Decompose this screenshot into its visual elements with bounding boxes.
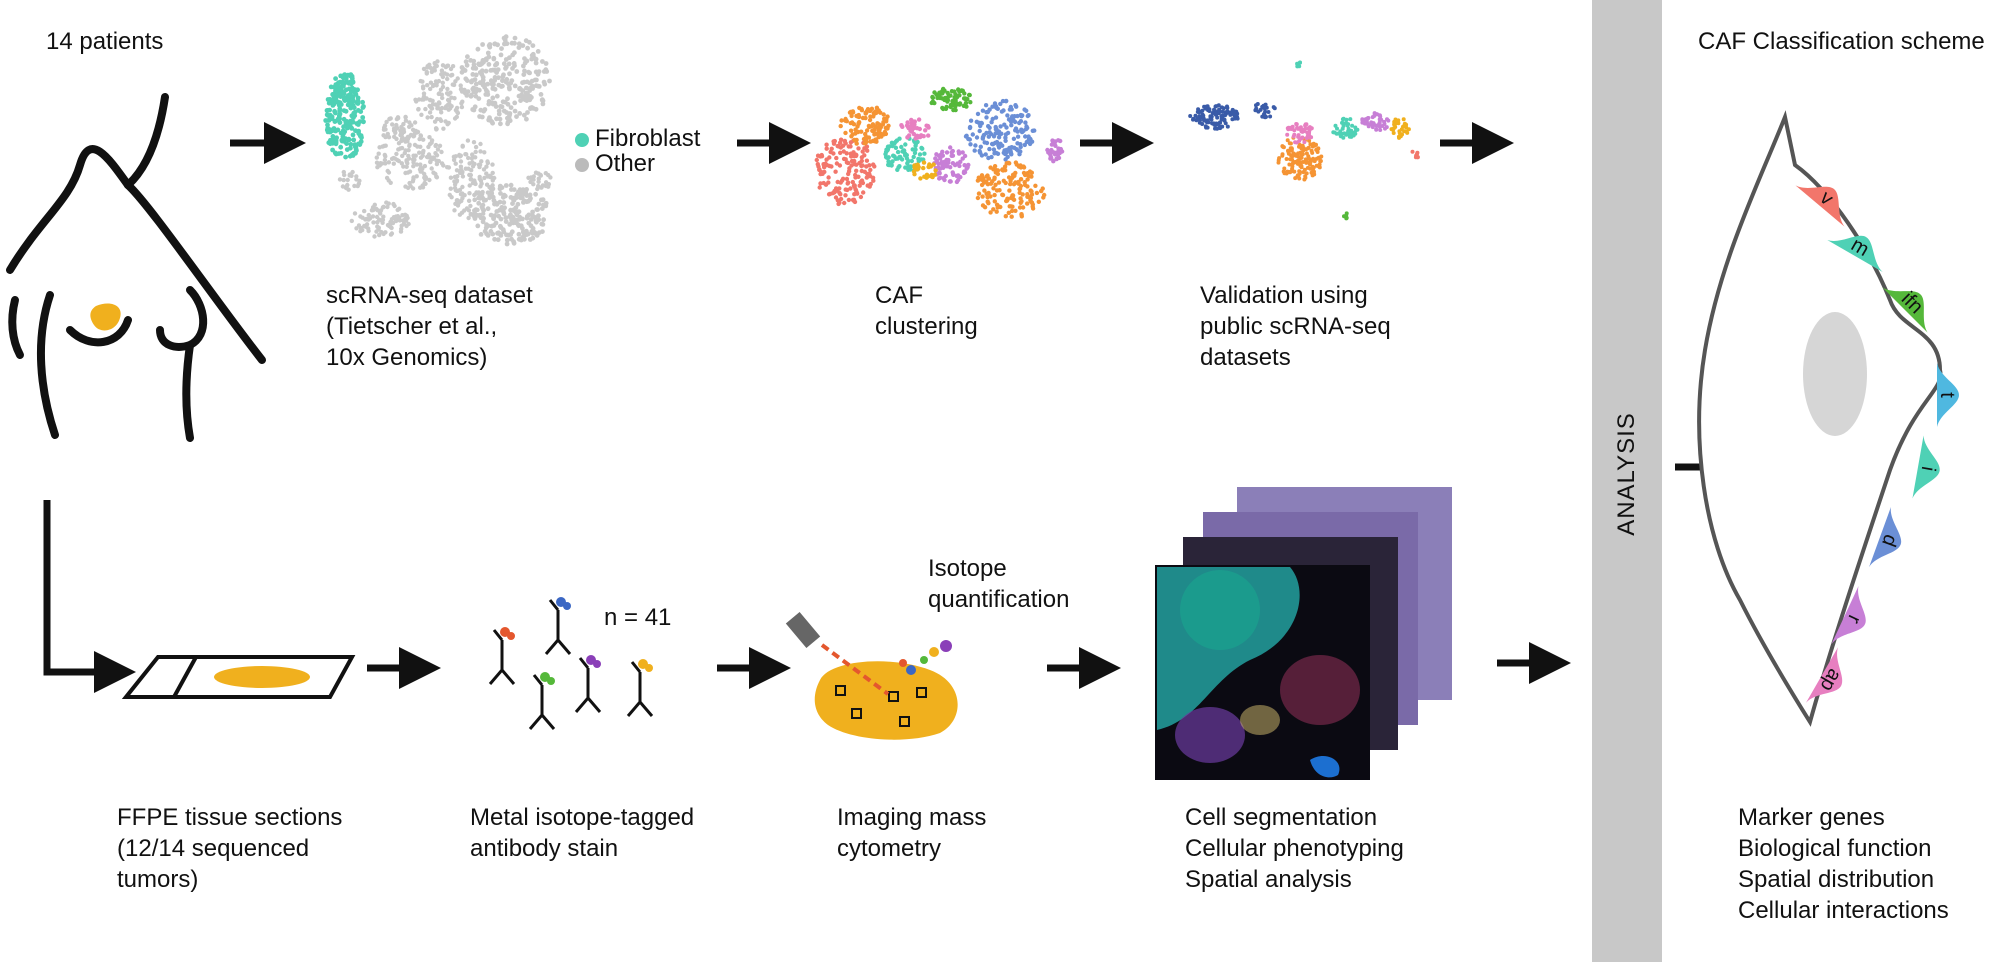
caf-subtype-i: i [1912, 435, 1940, 499]
analysis-label: ANALYSIS [1613, 412, 1640, 536]
imc-image-stack [1155, 487, 1452, 780]
caf-subtype-d: d [1869, 506, 1902, 568]
validation-cluster [1188, 103, 1240, 131]
validation-cluster [1410, 149, 1420, 160]
antibody-icon [544, 597, 572, 655]
patient-silhouette-icon [6, 93, 266, 442]
validation-cluster [1389, 117, 1411, 140]
umap-other-cluster [458, 34, 552, 127]
laser-icon [785, 611, 890, 696]
umap-other-cluster [381, 114, 420, 146]
classification-title: CAF Classification scheme [1698, 28, 1985, 55]
caf-cluster [975, 160, 1047, 219]
validation-cluster [1342, 211, 1349, 221]
validation-caption: Validation using public scRNA-seq datase… [1200, 282, 1391, 371]
caf-cluster [883, 135, 927, 174]
antibody-icons [488, 597, 654, 730]
caf-subtype-r: r [1831, 585, 1866, 645]
ffpe-slide-icon [121, 655, 356, 699]
ffpe-caption: FFPE tissue sections (12/14 sequenced tu… [117, 804, 343, 893]
caf-cluster [899, 117, 931, 141]
classification-outcomes: Marker genes Biological function Spatial… [1738, 804, 1949, 924]
segmentation-caption: Cell segmentation Cellular phenotyping S… [1185, 804, 1404, 893]
caf-clustering-caption: CAF clustering [875, 282, 978, 340]
antibody-icon [488, 627, 516, 685]
imc-tissue-icon [814, 661, 958, 740]
connector-patients-to-ffpe [43, 500, 136, 693]
caf-cluster [929, 86, 973, 113]
umap-other-cluster [468, 182, 549, 247]
antibody-icon [574, 655, 602, 713]
breast-tumor-icon [90, 303, 121, 331]
caf-cluster [814, 137, 877, 207]
legend-fibroblast-swatch [575, 133, 589, 147]
scrna-step-caption: scRNA-seq dataset (Tietscher et al., 10x… [326, 282, 533, 371]
legend-other-label: Other [595, 150, 656, 177]
caf-cell-icon [1697, 110, 1943, 727]
caf-cluster [911, 160, 938, 181]
caf-cluster [932, 145, 971, 185]
umap-other-cluster [526, 170, 553, 192]
validation-cluster [1253, 102, 1277, 120]
patients-label: 14 patients [46, 28, 164, 55]
legend-fibroblast-label: Fibroblast [595, 125, 701, 152]
validation-cluster [1331, 116, 1360, 140]
isotope-quantification-label: Isotope quantification [928, 555, 1070, 613]
caf-subtype-t: t [1936, 363, 1959, 427]
antibody-icon [626, 659, 654, 717]
umap-other-cluster [413, 59, 467, 132]
caf-subtype-label: t [1936, 392, 1958, 398]
umap-other-cluster [349, 200, 411, 239]
analysis-bar [1592, 0, 1662, 962]
validation-cluster [1276, 135, 1324, 182]
validation-cluster [1285, 122, 1314, 145]
umap-other-cluster [337, 169, 362, 192]
umap-plots [323, 34, 1420, 247]
caf-cluster [1045, 138, 1065, 164]
caf-cluster [963, 98, 1037, 162]
antibody-stain-caption: Metal isotope-tagged antibody stain [470, 804, 695, 862]
legend-other-swatch [575, 158, 589, 172]
caf-cluster [838, 105, 891, 146]
imc-caption: Imaging mass cytometry [837, 804, 987, 862]
caf-subtype-label: i [1917, 465, 1939, 473]
validation-cluster [1360, 111, 1391, 132]
validation-cluster [1295, 60, 1302, 69]
released-isotopes-icon [899, 640, 952, 675]
antibody-count-label: n = 41 [604, 604, 672, 631]
umap-fibroblast-cluster [328, 72, 359, 108]
caf-subtype-m: m [1827, 234, 1883, 272]
antibody-icon [528, 672, 556, 730]
